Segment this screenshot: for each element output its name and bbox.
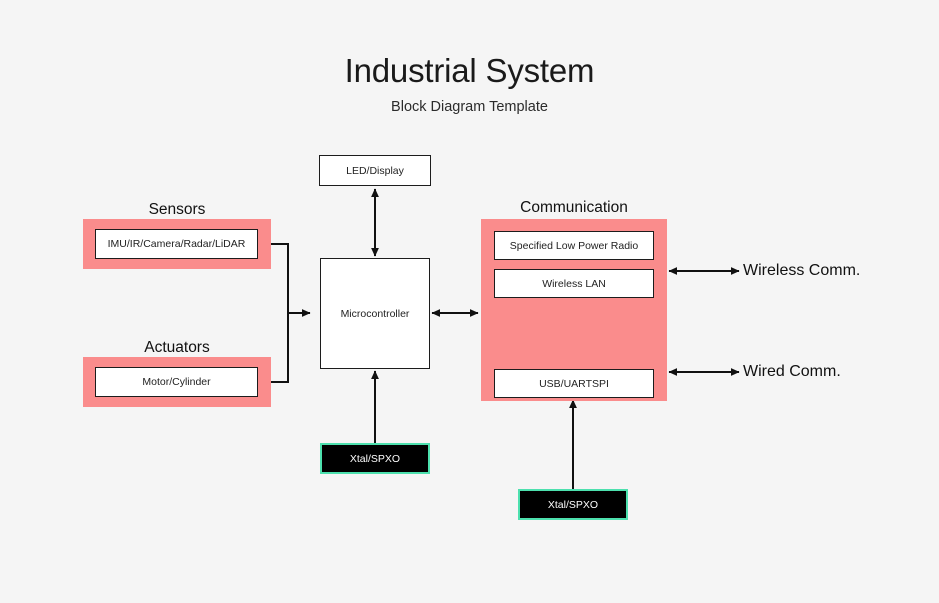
- block-low-power-radio[interactable]: Specified Low Power Radio: [494, 231, 654, 260]
- block-actuators-item[interactable]: Motor/Cylinder: [95, 367, 258, 397]
- block-label: Motor/Cylinder: [142, 376, 211, 388]
- block-usb-uart-spi[interactable]: USB/UARTSPI: [494, 369, 654, 398]
- block-oscillator-mcu[interactable]: Xtal/SPXO: [320, 443, 430, 474]
- block-microcontroller[interactable]: Microcontroller: [320, 258, 430, 369]
- block-wireless-lan[interactable]: Wireless LAN: [494, 269, 654, 298]
- block-oscillator-communication[interactable]: Xtal/SPXO: [518, 489, 628, 520]
- block-label: IMU/IR/Camera/Radar/LiDAR: [107, 238, 246, 250]
- block-sensors-item[interactable]: IMU/IR/Camera/Radar/LiDAR: [95, 229, 258, 259]
- block-label: Microcontroller: [340, 307, 410, 320]
- block-label: Specified Low Power Radio: [509, 239, 639, 252]
- block-label: Wireless LAN: [542, 277, 606, 290]
- block-label: LED/Display: [346, 164, 404, 177]
- block-led-display[interactable]: LED/Display: [319, 155, 431, 186]
- block-label: Xtal/SPXO: [349, 452, 401, 465]
- group-label-communication: Communication: [520, 199, 628, 216]
- page-title: Industrial System: [344, 52, 595, 89]
- group-label-actuators: Actuators: [144, 339, 210, 356]
- label-wired-comm: Wired Comm.: [743, 363, 841, 380]
- block-label: Xtal/SPXO: [547, 498, 599, 511]
- group-label-sensors: Sensors: [148, 201, 206, 218]
- label-wireless-comm: Wireless Comm.: [743, 262, 861, 279]
- page-subtitle: Block Diagram Template: [391, 99, 548, 115]
- block-label: USB/UARTSPI: [539, 377, 609, 390]
